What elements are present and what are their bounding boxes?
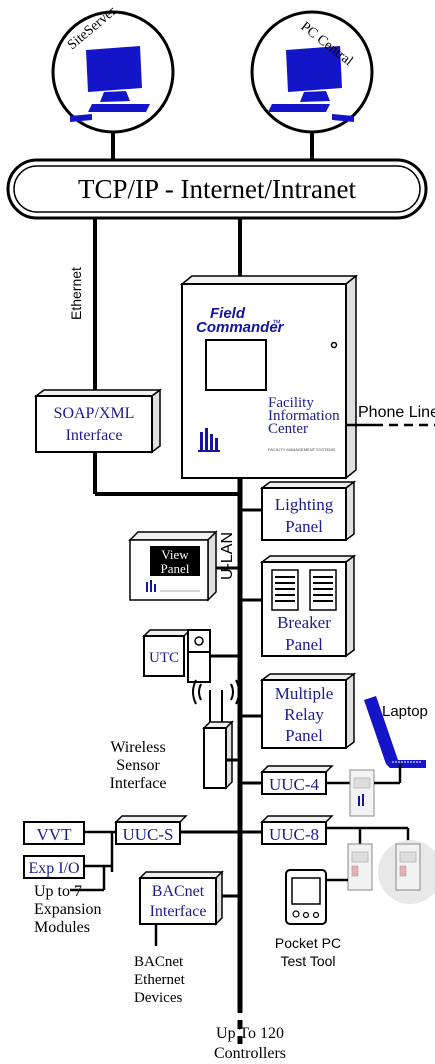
expansion-line2: Expansion: [34, 901, 102, 918]
fic-screen: [205, 339, 267, 391]
lighting-line1: Lighting: [275, 495, 334, 514]
phone-line-label: Phone Line: [358, 404, 435, 421]
exp-io-label: Exp I/O: [28, 860, 79, 877]
bacnet-devices-line2: Ethernet: [134, 972, 186, 988]
lighting-line2: Panel: [285, 517, 323, 536]
pocket-pc-device: [285, 869, 327, 925]
bacnet-line2: Interface: [150, 903, 207, 920]
soap-interface-label: Interface: [66, 427, 123, 444]
laptop-computer: Laptop: [364, 696, 428, 768]
uucs-controller: UUC-S: [114, 815, 188, 845]
soap-xml-interface: SOAP/XML Interface: [33, 388, 163, 454]
site-server-workstation: SiteServer: [51, 4, 175, 134]
uuc4-controller: UUC-4: [260, 765, 334, 795]
uuc8-modules: [347, 840, 435, 904]
fic-name-line3: Center: [268, 421, 308, 437]
breaker-switches-icon: [271, 569, 337, 611]
bacnet-interface: BACnet Interface: [138, 870, 224, 926]
uuc8-label: UUC-8: [269, 825, 319, 844]
network-title: TCP/IP - Internet/Intranet: [78, 174, 356, 204]
company-logo-icon: [146, 580, 200, 592]
company-logo-icon: [198, 428, 220, 452]
computer-icon: [70, 46, 150, 122]
bacnet-devices-line3: Devices: [134, 990, 182, 1006]
fic-name-line2: Information: [268, 408, 340, 424]
view-panel-screen: [150, 546, 200, 576]
pocket-pc-line1: Pocket PC: [275, 935, 341, 951]
bacnet-line1: BACnet: [152, 883, 205, 900]
uuc4-label: UUC-4: [269, 775, 320, 794]
lighting-panel: Lighting Panel: [259, 480, 357, 542]
wireless-line2: Sensor: [116, 757, 160, 774]
wireless-line3: Interface: [110, 775, 167, 792]
exp-io-device: Exp I/O: [23, 855, 85, 879]
commander-logo: Commander: [196, 319, 285, 336]
trademark-mark: ™: [272, 318, 281, 328]
laptop-label: Laptop: [382, 703, 428, 720]
uucs-label: UUC-S: [122, 825, 173, 844]
view-panel-line2: Panel: [161, 561, 190, 576]
view-panel-line1: View: [161, 547, 189, 562]
fic-footer-text: FACILITY MANAGEMENT SYSTEMS: [268, 447, 336, 452]
pocket-pc-line2: Test Tool: [281, 953, 336, 969]
wireless-sensor-interface: Wireless Sensor Interface: [110, 679, 240, 792]
relay-line3: Panel: [285, 726, 323, 745]
vvt-label: VVT: [37, 825, 73, 844]
multiple-relay-panel: Multiple Relay Panel: [259, 672, 357, 750]
laptop-icon: [364, 696, 426, 768]
vvt-device: VVT: [23, 821, 85, 845]
wireless-line1: Wireless: [110, 739, 165, 756]
controllers-line2: Controllers: [214, 1045, 286, 1062]
breaker-line1: Breaker: [277, 613, 331, 632]
relay-line2: Relay: [284, 705, 324, 724]
field-logo: Field: [210, 305, 246, 322]
utc-label: UTC: [149, 650, 179, 666]
uuc4-module: [349, 769, 375, 817]
breaker-line2: Panel: [285, 635, 323, 654]
ethernet-label: Ethernet: [68, 267, 84, 320]
ulan-label: U-LAN: [219, 532, 236, 580]
fic-name-line1: Facility: [268, 395, 314, 411]
expansion-line3: Modules: [34, 919, 90, 936]
pc-central-workstation: PC Central: [250, 10, 374, 134]
expansion-line1: Up to 7: [34, 883, 82, 900]
status-led: [330, 341, 338, 349]
utc-device: UTC: [142, 629, 211, 683]
view-panel-device: View Panel: [128, 530, 218, 602]
computer-icon: [268, 46, 354, 122]
breaker-panel: Breaker Panel: [259, 554, 357, 658]
bacnet-devices-line1: BACnet: [134, 954, 184, 970]
facility-information-center: Field Commander ™ Facility Information C…: [179, 274, 359, 480]
soap-xml-label: SOAP/XML: [54, 405, 135, 422]
tcpip-network: TCP/IP - Internet/Intranet: [6, 158, 428, 220]
wireless-antenna-icon: [192, 679, 240, 728]
controllers-line1: Up To 120: [216, 1025, 284, 1042]
uuc8-controller: UUC-8: [260, 815, 334, 845]
relay-line1: Multiple: [275, 684, 334, 703]
